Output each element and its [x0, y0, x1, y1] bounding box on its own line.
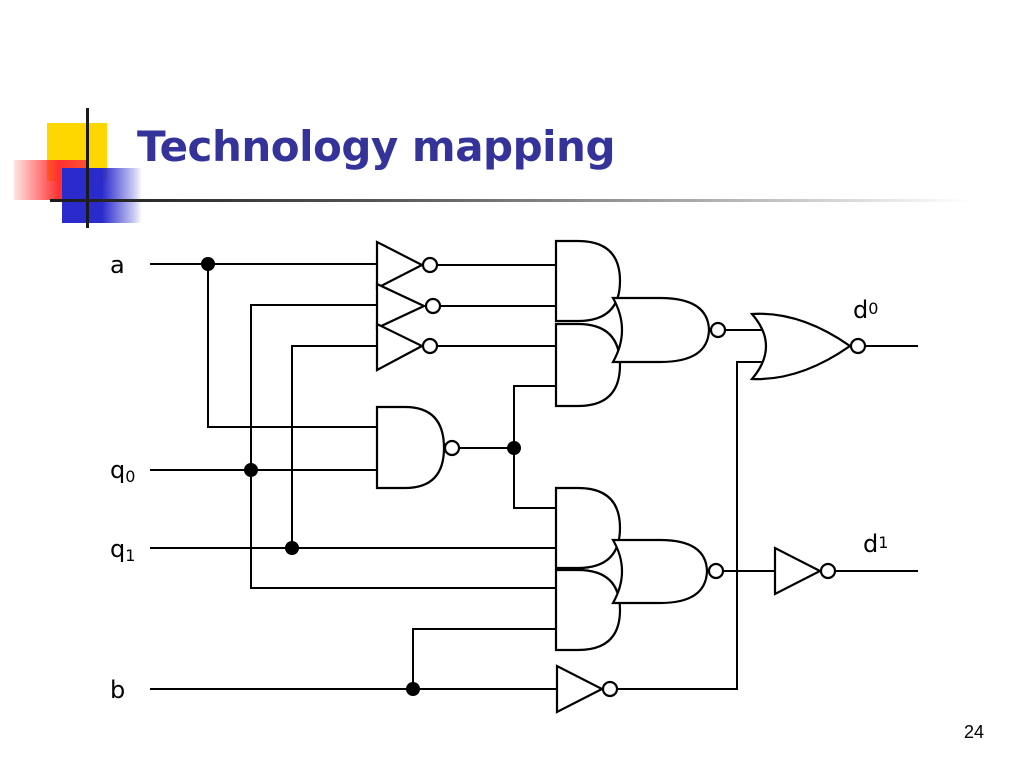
wire-q0-down	[250, 470, 556, 589]
wire-nand-up	[513, 385, 556, 448]
junction-a	[201, 257, 215, 271]
slide-number: 24	[964, 722, 985, 742]
decor-blue-square	[62, 168, 142, 223]
decor-vertical-line	[86, 108, 89, 228]
aoi-gate-top	[554, 239, 727, 408]
nor-gate-d0	[749, 312, 867, 381]
junction-q1	[285, 541, 299, 555]
output-label-d0-main: d	[853, 296, 868, 324]
title-underline	[50, 199, 970, 202]
input-label-q0: q0	[110, 456, 135, 486]
wire-b-inverted-to-or	[618, 571, 738, 690]
wire-aoi-bot-to-or	[736, 361, 765, 571]
wire-b-branch	[412, 628, 556, 689]
output-label-d1: d1	[863, 530, 888, 558]
inverter-b	[555, 664, 619, 714]
output-label-d1-sub: 1	[878, 533, 888, 552]
junction-b	[406, 682, 420, 696]
wire-q1-branch	[291, 345, 378, 548]
aoi-gate-bottom	[554, 486, 725, 652]
input-label-q1-main: q	[110, 535, 125, 563]
input-label-q0-main: q	[110, 456, 125, 484]
inverter-q1	[375, 322, 439, 372]
slide-title: Technology mapping	[137, 122, 616, 171]
output-label-d1-main: d	[863, 530, 878, 558]
output-label-d0: d0	[853, 296, 878, 324]
input-label-q1-sub: 1	[125, 546, 135, 565]
wire-a-branch	[207, 264, 378, 428]
gates	[375, 239, 867, 714]
junction-q0	[244, 463, 258, 477]
inverter-a	[375, 240, 439, 290]
wire-q0-branch	[250, 304, 378, 470]
inverter-d1	[773, 546, 837, 596]
output-label-d0-sub: 0	[868, 299, 878, 318]
nand-gate	[375, 405, 461, 490]
input-label-a: a	[110, 251, 125, 279]
junction-nand-out	[507, 441, 521, 455]
junctions	[201, 257, 521, 696]
input-label-q0-sub: 0	[125, 467, 135, 486]
input-label-b: b	[110, 676, 125, 704]
inverter-q0	[375, 282, 442, 330]
input-label-q1: q1	[110, 535, 135, 565]
wires	[150, 263, 918, 690]
wire-nand-down	[513, 448, 556, 509]
